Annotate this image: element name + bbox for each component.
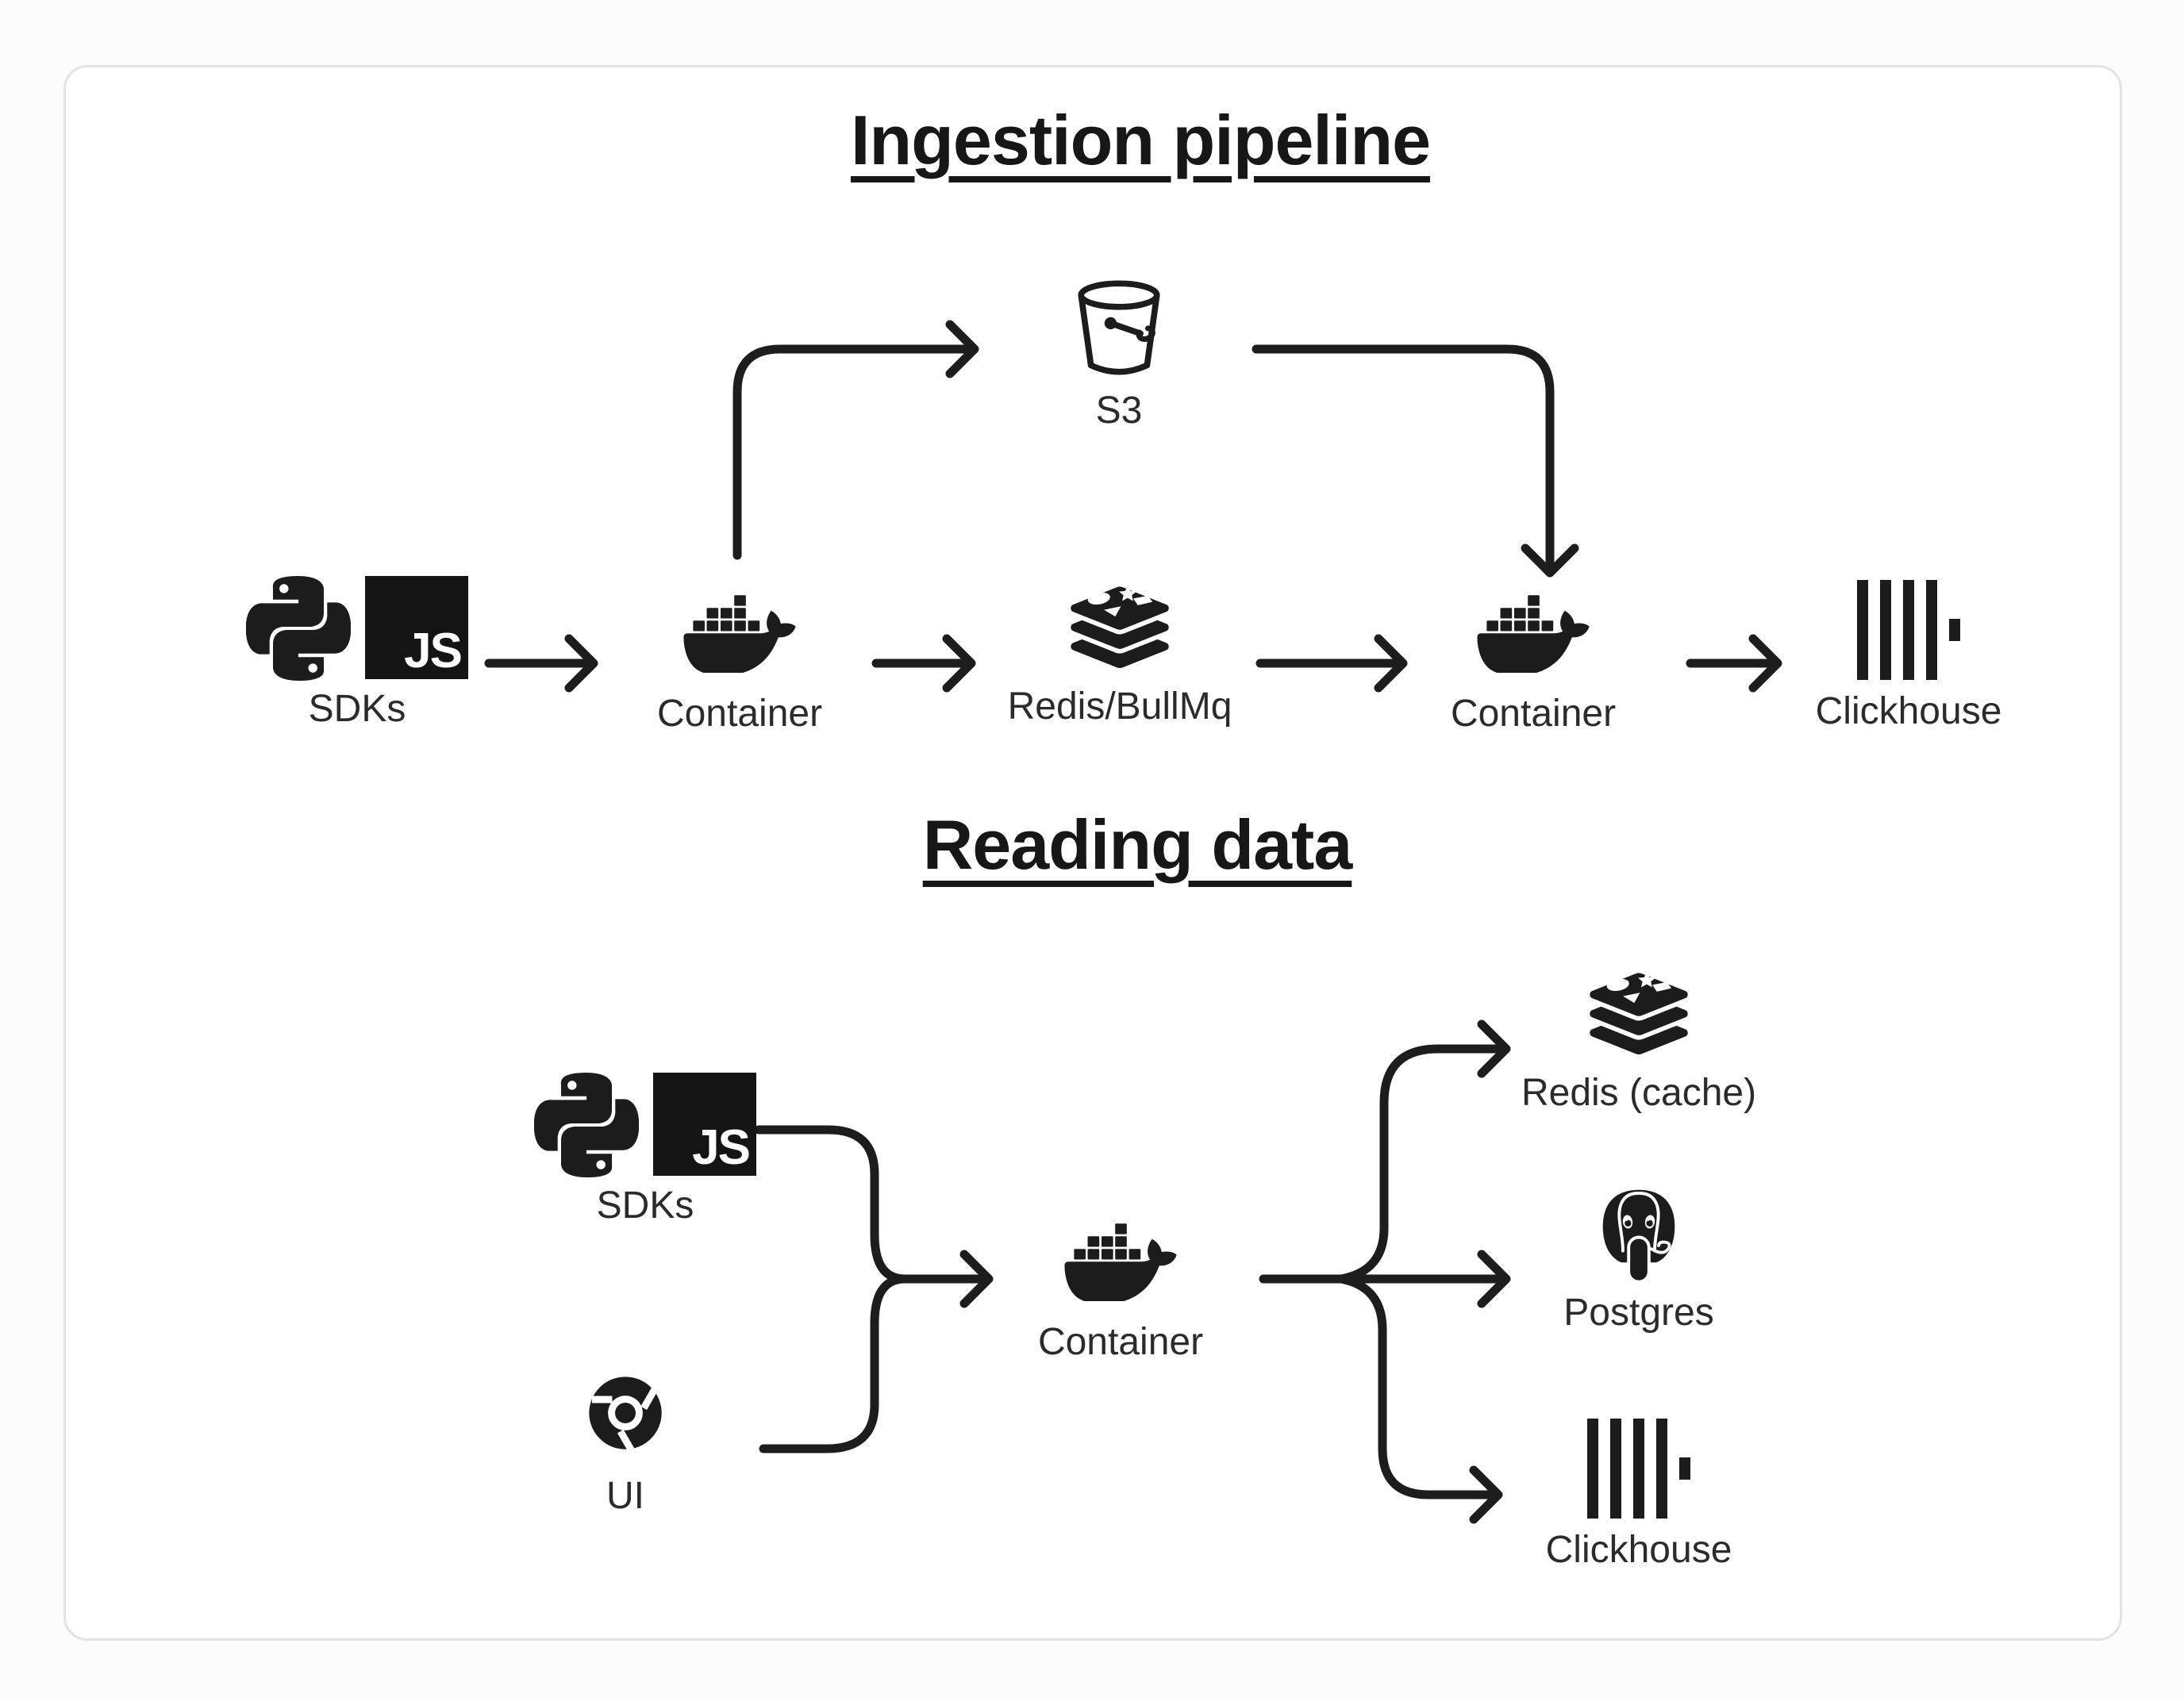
sdk-icons: JS: [534, 1073, 756, 1177]
node-container-worker: Container: [1438, 593, 1628, 735]
node-container-ingest: Container: [644, 593, 835, 735]
docker-whale-icon: [683, 593, 796, 673]
node-clickhouse-reading: Clickhouse: [1544, 1419, 1734, 1572]
section-title-reading: Reading data: [922, 805, 1353, 884]
sdk-icons: JS: [246, 576, 468, 681]
postgres-elephant-icon: [1590, 1187, 1687, 1288]
node-redis-cache: Redis (cache): [1521, 970, 1756, 1115]
docker-whale-icon: [1477, 593, 1590, 673]
javascript-icon: JS: [653, 1073, 756, 1176]
node-label: Redis (cache): [1521, 1072, 1757, 1114]
node-label: Container: [1450, 693, 1617, 735]
node-redis-queue: Redis/BullMq: [1008, 583, 1232, 728]
node-label: S3: [1095, 390, 1143, 432]
node-label: UI: [606, 1475, 644, 1517]
node-label: SDKs: [596, 1185, 694, 1227]
bucket-icon: [1072, 279, 1166, 384]
node-postgres: Postgres: [1544, 1187, 1734, 1334]
node-sdks-reading: JS SDKs: [518, 1073, 772, 1227]
node-clickhouse-ingest: Clickhouse: [1813, 580, 2004, 733]
node-label: Postgres: [1563, 1292, 1714, 1334]
node-sdks-ingestion: JS SDKs: [230, 576, 484, 731]
node-label: SDKs: [308, 688, 406, 730]
node-label: Container: [1037, 1321, 1204, 1363]
redis-icon: [1582, 970, 1695, 1060]
clickhouse-bars-icon: [1857, 580, 1960, 680]
node-label: Clickhouse: [1545, 1529, 1732, 1571]
clickhouse-bars-icon: [1587, 1419, 1690, 1519]
node-label: Container: [656, 693, 823, 735]
redis-icon: [1063, 583, 1176, 674]
javascript-icon-label: JS: [692, 1120, 751, 1175]
node-s3: S3: [1055, 279, 1182, 432]
docker-whale-icon: [1064, 1222, 1177, 1301]
node-label: Clickhouse: [1815, 690, 2002, 732]
node-ui: UI: [562, 1373, 689, 1518]
python-icon: [246, 576, 351, 681]
node-label: Redis/BullMq: [1007, 685, 1232, 728]
section-title-ingestion: Ingestion pipeline: [850, 101, 1431, 179]
python-icon: [534, 1073, 639, 1177]
chrome-icon: [585, 1373, 666, 1453]
javascript-icon: JS: [365, 576, 468, 679]
javascript-icon-label: JS: [404, 624, 463, 678]
node-container-reading: Container: [1025, 1222, 1216, 1364]
